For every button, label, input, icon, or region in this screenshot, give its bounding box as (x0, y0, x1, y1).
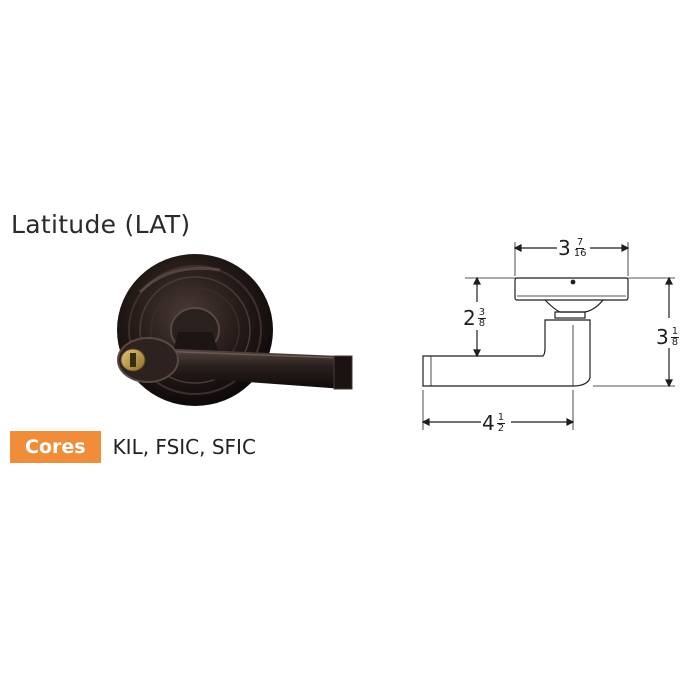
dimension-drawing (421, 242, 675, 430)
cores-values: KIL, FSIC, SFIC (112, 435, 256, 459)
cores-row: Cores KIL, FSIC, SFIC (10, 431, 256, 463)
lever-photo (117, 254, 353, 406)
product-title: Latitude (LAT) (11, 210, 191, 239)
cores-badge: Cores (10, 431, 101, 463)
